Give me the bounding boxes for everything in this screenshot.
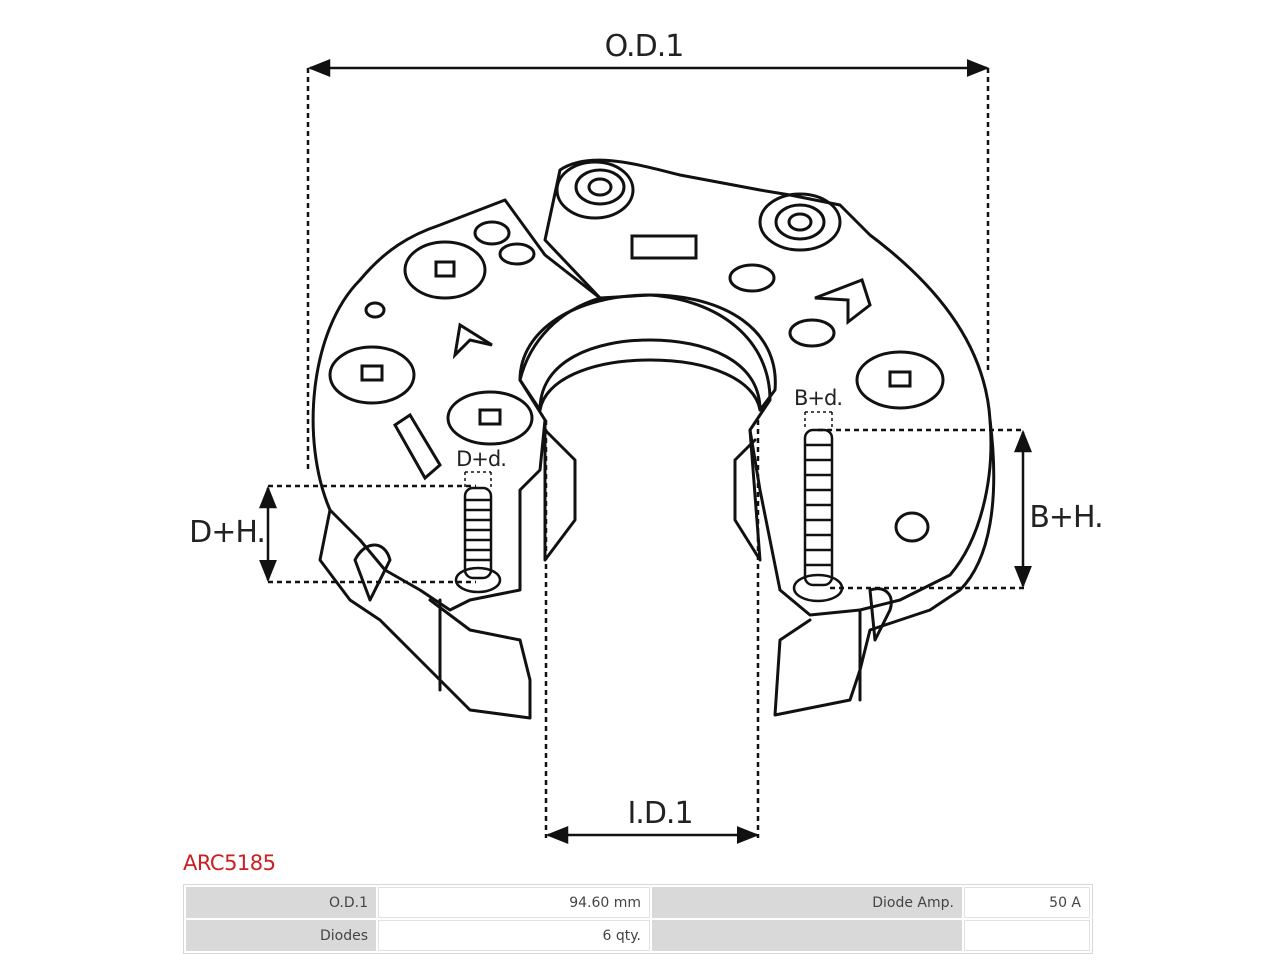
bd-label: B+d. — [794, 386, 842, 410]
spec-value: 50 A — [964, 887, 1090, 918]
rectifier-body — [311, 158, 996, 720]
spec-label — [652, 920, 962, 951]
dimension-lines — [259, 59, 1032, 844]
dh-label: D+H. — [189, 515, 265, 550]
rectifier-diagram: O.D.1 I.D.1 D+H. D+d. B+H. B+d. — [189, 29, 1104, 844]
table-row: O.D.1 94.60 mm Diode Amp. 50 A — [186, 887, 1090, 918]
spec-value: 6 qty. — [378, 920, 650, 951]
part-code: ARC5185 — [183, 851, 276, 875]
bolts — [454, 428, 844, 603]
spec-value — [964, 920, 1090, 951]
terminals — [328, 160, 945, 543]
dd-label: D+d. — [456, 447, 506, 471]
table-row: Diodes 6 qty. — [186, 920, 1090, 951]
spec-label: O.D.1 — [186, 887, 376, 918]
bh-label: B+H. — [1029, 500, 1102, 535]
id-label: I.D.1 — [627, 796, 692, 831]
spec-label: Diode Amp. — [652, 887, 962, 918]
specs-table: O.D.1 94.60 mm Diode Amp. 50 A Diodes 6 … — [183, 884, 1093, 954]
od-label: O.D.1 — [605, 29, 684, 64]
spec-value: 94.60 mm — [378, 887, 650, 918]
spec-label: Diodes — [186, 920, 376, 951]
